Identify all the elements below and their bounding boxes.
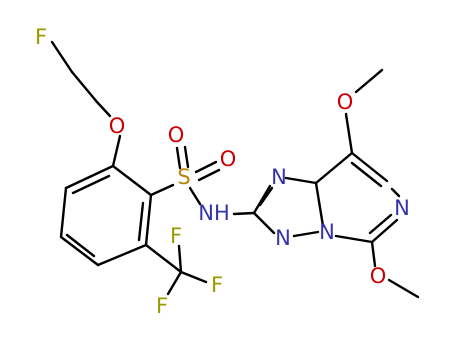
bond-s-o-top-a (175, 146, 182, 170)
bond-n-bridge-n1 (292, 230, 320, 238)
sulfonyl-s-label: S (177, 165, 190, 189)
bond-ring-1 (111, 164, 153, 197)
methoxy-o-bottom-label: O (370, 264, 387, 288)
bond-ring-s (149, 183, 175, 197)
bond-c8-o (344, 112, 354, 155)
bond-n3-c3a (284, 176, 318, 185)
bond-ring-6 (64, 164, 115, 190)
sulfonyl-o-right-label: O (220, 147, 237, 171)
bonds (50, 40, 420, 299)
bond-cf3-f-bottom (166, 270, 183, 296)
bond-ring-double-c (71, 174, 111, 195)
bond-ring-4 (59, 235, 100, 267)
bond-c-o (95, 100, 112, 118)
ether-o-label: O (109, 114, 126, 138)
amide-nh-label: NH (198, 201, 230, 225)
bond-c2-n3 (252, 184, 272, 215)
bond-c7-n6 (390, 187, 401, 198)
bond-c5-o (370, 240, 377, 268)
bond-s-o-right-a (194, 160, 218, 174)
bond-ring-2 (144, 193, 153, 247)
bond-n6-c5 (370, 218, 399, 244)
bond-c8-c7 (350, 151, 389, 183)
bond-nh-c (232, 211, 256, 216)
bond-o-ch3-bottom (387, 278, 420, 299)
bond-o-ring (111, 134, 122, 168)
cf3-f-left-label: F (170, 224, 182, 248)
bond-c5-n-bridge (334, 234, 374, 244)
bond-c2-n3-double (258, 186, 274, 207)
cf3-f-bottom-label: F (156, 294, 168, 318)
bond-c8-c7-double (350, 161, 383, 188)
bond-n1-c2 (252, 211, 276, 235)
bond-ring-double-b (65, 233, 96, 258)
bond-s-o-top-b (183, 145, 190, 169)
bond-n6-c5-double (368, 213, 393, 235)
bond-cf3-f-right (179, 270, 208, 284)
triazole-n-top-label: N (271, 165, 287, 189)
triazole-n-bottom-label: N (275, 226, 291, 250)
cf3-f-right-label: F (211, 273, 223, 297)
fluoro-f-label: F (35, 25, 47, 49)
bond-s-n (188, 186, 202, 206)
bridge-n-label: N (319, 220, 335, 244)
bond-s-o-right-b (197, 168, 221, 182)
atom-labels: F O S O O NH F F F N N N N O O (35, 25, 410, 318)
bond-c-c (70, 70, 99, 104)
methoxy-o-top-label: O (337, 90, 354, 114)
bond-ring-cf3 (144, 243, 183, 274)
bond-ring-3 (96, 243, 148, 267)
bond-ring-double-a (137, 201, 145, 242)
bond-c3a-n-bridge (314, 181, 325, 228)
bond-ring-5 (59, 186, 68, 239)
bond-cf3-f-left (177, 244, 183, 274)
bond-o-ch3-top (354, 68, 384, 94)
pyrimidine-n-label: N (394, 196, 410, 220)
sulfonyl-o-top-label: O (168, 123, 185, 147)
bond-f-c (50, 40, 74, 74)
bond-c3a-c8 (314, 151, 354, 185)
